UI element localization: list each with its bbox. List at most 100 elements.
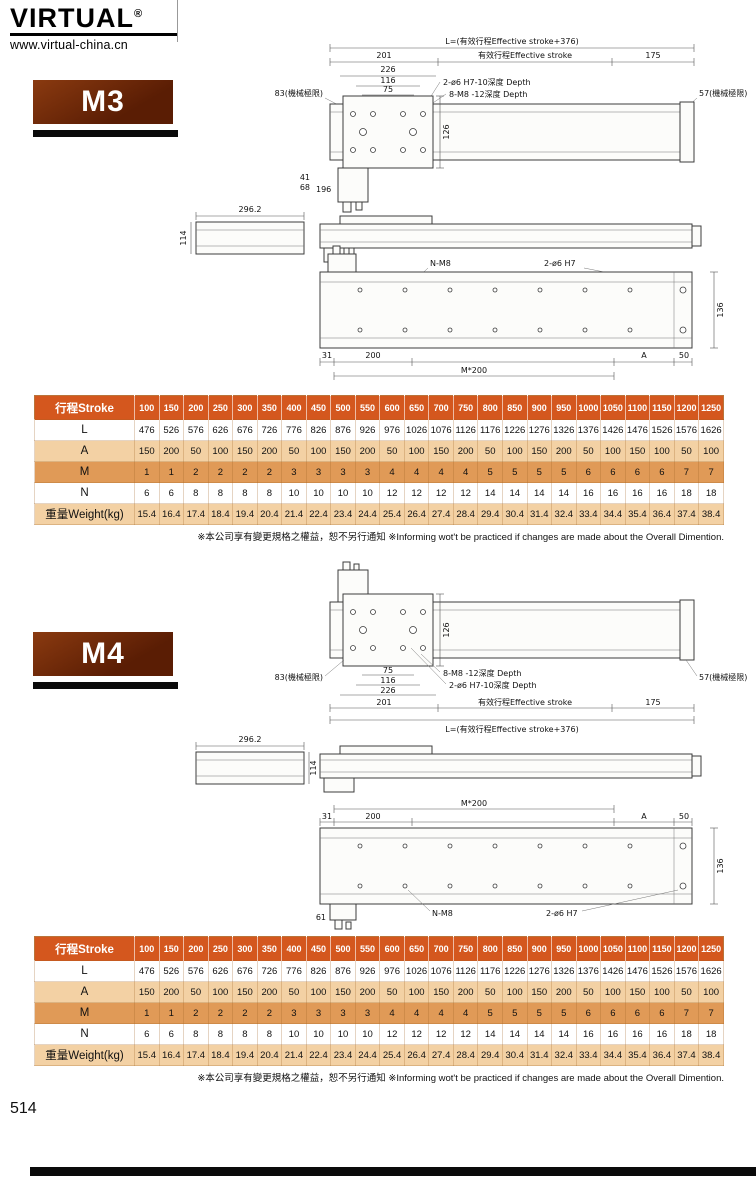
stroke-value: 1050 — [600, 936, 626, 961]
spec-value: 18 — [698, 482, 724, 504]
spec-value: 150 — [624, 440, 651, 462]
m3-label-m200: M*200 — [461, 366, 487, 375]
stroke-header-label: 行程Stroke — [34, 395, 135, 420]
stroke-value: 1250 — [698, 395, 724, 420]
model-badge-m4-underbar — [33, 682, 178, 689]
spec-value: 10 — [330, 1023, 356, 1045]
stroke-value: 500 — [330, 395, 356, 420]
m4-carriage — [342, 593, 434, 667]
spec-row-label: N — [34, 1023, 135, 1045]
spec-value: 14 — [526, 1023, 553, 1045]
spec-value: 2 — [207, 461, 234, 483]
stroke-value: 700 — [428, 936, 454, 961]
spec-value: 2 — [183, 1002, 209, 1024]
stroke-value: 1250 — [698, 936, 724, 961]
spec-value: 12 — [428, 1023, 454, 1045]
stroke-value: 750 — [452, 395, 478, 420]
spec-value: 5 — [501, 1002, 528, 1024]
spec-row-label: 重量Weight(kg) — [34, 503, 135, 525]
spec-value: 7 — [673, 1002, 700, 1024]
stroke-value: 800 — [477, 395, 503, 420]
spec-value: 4 — [379, 1002, 405, 1024]
spec-value: 15.4 — [134, 1044, 160, 1066]
spec-row-label: 重量Weight(kg) — [34, 1044, 135, 1066]
m3-carriage — [342, 95, 434, 169]
spec-value: 100 — [403, 440, 430, 462]
header-divider — [177, 0, 178, 42]
stroke-value: 700 — [428, 395, 454, 420]
spec-value: 34.4 — [600, 1044, 626, 1066]
stroke-value: 300 — [232, 936, 258, 961]
spec-value: 6 — [624, 461, 651, 483]
spec-value: 27.4 — [428, 503, 454, 525]
spec-value: 4 — [403, 1002, 430, 1024]
spec-value: 10 — [281, 482, 307, 504]
spec-value: 3 — [305, 1002, 332, 1024]
spec-value: 18 — [673, 482, 700, 504]
stroke-value: 250 — [207, 395, 233, 420]
m3-dim-196: 196 — [316, 185, 331, 194]
spec-value: 37.4 — [673, 503, 700, 525]
m4-disclaimer-note: ※本公司享有變更規格之權益，恕不另行通知 ※Informing wot't be… — [197, 1073, 724, 1084]
spec-value: 200 — [452, 440, 479, 462]
m3-dim-296: 296.2 — [239, 205, 262, 214]
stroke-value: 650 — [403, 936, 429, 961]
stroke-value: 950 — [551, 395, 577, 420]
spec-row-label: A — [34, 440, 135, 462]
m3-dim-226: 226 — [380, 65, 395, 74]
spec-value: 16 — [649, 482, 675, 504]
spec-value: 20.4 — [256, 1044, 283, 1066]
stroke-value: 300 — [232, 395, 258, 420]
m4-hole-label-top: 8-M8 -12深度 Depth — [443, 668, 522, 678]
stroke-value: 800 — [477, 936, 503, 961]
spec-value: 22.4 — [305, 1044, 332, 1066]
spec-value: 976 — [379, 960, 405, 982]
m3-plan-view: L=(有效行程Effective stroke+376) 201 有效行程Eff… — [275, 36, 747, 213]
spec-value: 1 — [134, 1002, 160, 1024]
spec-value: 21.4 — [281, 503, 307, 525]
spec-value: 4 — [403, 461, 430, 483]
stroke-value: 1200 — [673, 395, 699, 420]
m3-dim-75: 75 — [383, 85, 393, 94]
spec-value: 6 — [649, 1002, 675, 1024]
m3-side-views: 296.2 114 — [180, 205, 702, 263]
spec-value: 1426 — [600, 960, 626, 982]
spec-value: 28.4 — [452, 503, 479, 525]
spec-value: 7 — [698, 1002, 724, 1024]
stroke-value: 1150 — [649, 936, 675, 961]
spec-value: 16 — [600, 1023, 626, 1045]
brand-logo: VIRTUAL® — [10, 4, 178, 37]
spec-value: 1226 — [501, 960, 528, 982]
spec-value: 100 — [403, 981, 430, 1003]
m4-bottom-motor — [329, 903, 357, 921]
m4-label-2o6: 2-ø6 H7 — [546, 909, 578, 918]
m3-side-view-body — [319, 223, 693, 249]
spec-value: 4 — [379, 461, 405, 483]
spec-value: 18.4 — [207, 503, 234, 525]
spec-value: 17.4 — [183, 503, 209, 525]
spec-value: 32.4 — [551, 503, 577, 525]
stroke-value: 850 — [501, 395, 527, 420]
spec-value: 1326 — [551, 960, 577, 982]
spec-value: 22.4 — [305, 503, 332, 525]
m3-dim-50: 50 — [679, 351, 689, 360]
spec-value: 3 — [354, 1002, 381, 1024]
stroke-value: 1100 — [624, 936, 650, 961]
m3-dim-L: L=(有效行程Effective stroke+376) — [445, 36, 578, 46]
m3-hole-label-bottom: 8-M8 -12深度 Depth — [449, 89, 528, 99]
spec-value: 16.4 — [158, 503, 185, 525]
spec-value: 19.4 — [232, 503, 258, 525]
m3-dim-A: A — [641, 351, 647, 360]
spec-value: 876 — [330, 960, 356, 982]
stroke-value: 250 — [207, 936, 233, 961]
spec-value: 100 — [649, 440, 675, 462]
spec-value: 6 — [134, 482, 160, 504]
spec-value: 1026 — [403, 960, 430, 982]
spec-value: 1076 — [428, 419, 454, 441]
spec-value: 10 — [281, 1023, 307, 1045]
stroke-value: 200 — [183, 936, 209, 961]
